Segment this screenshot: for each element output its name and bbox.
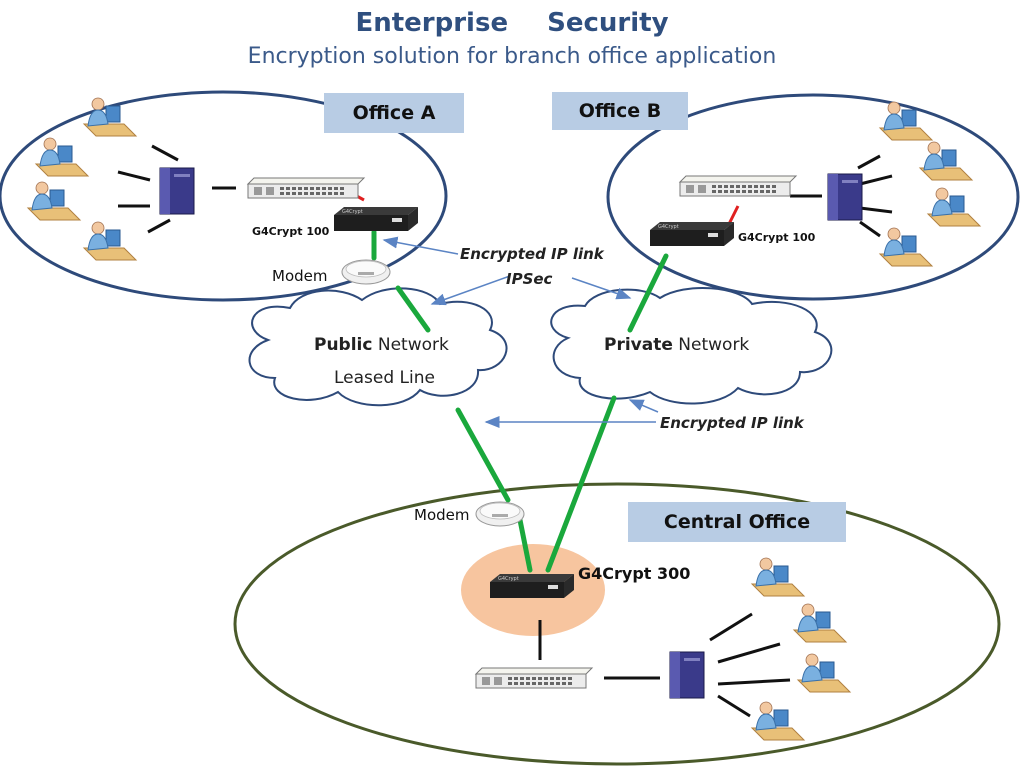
ipsec-label: IPSec (506, 270, 553, 288)
central-office-label: Central Office (628, 502, 846, 542)
central-g4crypt-label: G4Crypt 300 (578, 564, 691, 583)
central-user-4 (751, 701, 805, 741)
office-b-user-1 (879, 101, 933, 141)
office-b-circle (606, 93, 1020, 301)
central-modem (475, 501, 525, 527)
office-a-user-4 (83, 221, 137, 261)
office-b-server (827, 173, 863, 221)
public-network-cloud (248, 287, 508, 407)
private-network-bold: Private (604, 335, 673, 355)
office-b-switch (679, 175, 797, 197)
encrypted-link-arrows (382, 236, 659, 428)
central-modem-label: Modem (414, 506, 470, 524)
public-network-label: Public Network (314, 335, 449, 355)
office-a-circle (0, 90, 448, 302)
central-office-circle (233, 482, 1001, 766)
lan-links (117, 144, 893, 718)
office-a-g4crypt-label: G4Crypt 100 (252, 225, 330, 238)
office-b-user-2 (919, 141, 973, 181)
office-a-server (159, 167, 195, 215)
office-b-user-4 (879, 227, 933, 267)
office-b-g4crypt (650, 222, 734, 246)
office-a-user-2 (35, 137, 89, 177)
office-a-user-1 (83, 97, 137, 137)
office-a-switch (247, 177, 365, 199)
diagram-subtitle: Encryption solution for branch office ap… (247, 44, 777, 69)
central-user-3 (797, 653, 851, 693)
office-a-modem (341, 259, 391, 285)
encrypted-ip-link-lower-label: Encrypted IP link (660, 414, 804, 432)
office-b-user-3 (927, 187, 981, 227)
central-user-1 (751, 557, 805, 597)
central-switch (475, 667, 593, 689)
office-b-g4crypt-label: G4Crypt 100 (738, 231, 816, 244)
public-network-rest: Network (372, 335, 449, 355)
private-network-label: Private Network (604, 335, 749, 355)
office-a-g4crypt (334, 207, 418, 231)
office-b-label: Office B (552, 92, 688, 130)
private-network-rest: Network (672, 335, 750, 355)
encrypted-ip-link-label: Encrypted IP link (460, 245, 604, 263)
central-g4crypt (490, 574, 574, 598)
central-user-2 (793, 603, 847, 643)
central-server (669, 651, 705, 699)
office-a-modem-label: Modem (272, 267, 328, 285)
diagram-title: Enterprise Security (355, 8, 669, 38)
leased-line-label: Leased Line (334, 368, 435, 388)
office-a-user-3 (27, 181, 81, 221)
public-network-bold: Public (314, 335, 373, 355)
encrypted-links (371, 229, 669, 573)
office-a-label: Office A (324, 93, 464, 133)
